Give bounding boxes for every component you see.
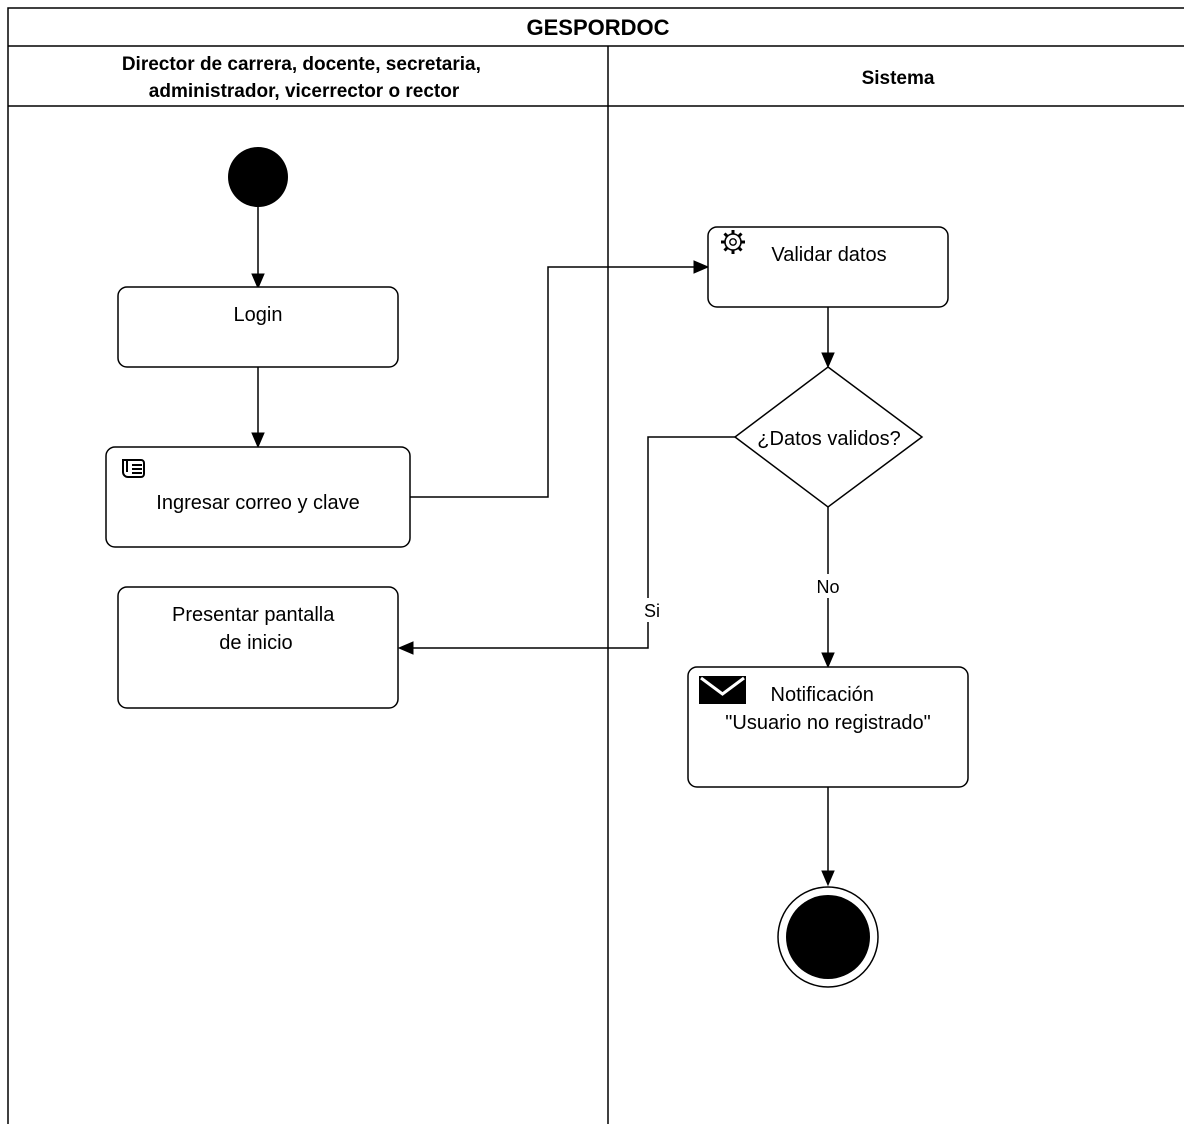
action-box [117,586,399,709]
action-label: Ingresar correo y clave [156,492,359,514]
hand-icon [122,459,145,478]
final-node [777,886,879,988]
decision-label: ¿Datos validos? [757,428,900,450]
action-label: Validar datos [771,244,886,266]
initial-node [228,147,288,207]
edge-label-bg [638,598,660,622]
lane-header-actor: Director de carrera, docente, secretaria… [122,54,486,102]
lane-header-sistema: Sistema [862,68,935,89]
edge-label-si: Si [644,601,660,621]
arrowhead [693,260,710,274]
nodes: Login Ingresar correo y clave Presentar … [105,147,969,988]
envelope-icon [699,676,746,704]
action-label: Login [234,304,283,326]
edge-validar-decision [821,307,835,369]
edge-line [412,436,735,649]
action-validar: Validar datos [707,226,949,308]
action-box [105,446,411,548]
decision-datos-validos: ¿Datos validos? [733,366,924,508]
edge-login-ingresar [251,367,265,449]
edge-ingresar-validar [410,260,710,498]
decision-diamond [733,366,924,508]
pool: GESPORDOC Director de carrera, docente, … [7,7,1184,1124]
arrowhead [821,870,835,887]
action-label: Notificación "Usuario no registrado" [725,684,930,734]
action-ingresar: Ingresar correo y clave [105,446,411,548]
edge-notificacion-end [821,787,835,887]
arrowhead [397,641,414,655]
action-presentar: Presentar pantalla de inicio [117,586,399,709]
pool-title: GESPORDOC [526,15,669,40]
arrowhead [821,352,835,369]
edge-decision-notificacion: No [812,507,844,669]
arrowhead [251,432,265,449]
action-box [707,226,949,308]
action-login: Login [117,286,399,368]
action-box [117,286,399,368]
edge-label-no: No [816,577,839,597]
edge-label-bg [812,574,844,598]
edge-decision-presentar: Si [397,436,735,655]
action-box [687,666,969,788]
pool-border [7,7,1184,1124]
edge-line [410,266,696,498]
arrowhead [821,652,835,669]
action-label: Presentar pantalla de inicio [172,604,340,654]
edges: Si No [251,206,844,887]
edge-start-login [251,206,265,290]
gear-icon [721,230,745,254]
arrowhead [251,273,265,290]
final-node-core [786,895,870,979]
action-notificacion: Notificación "Usuario no registrado" [687,666,969,788]
